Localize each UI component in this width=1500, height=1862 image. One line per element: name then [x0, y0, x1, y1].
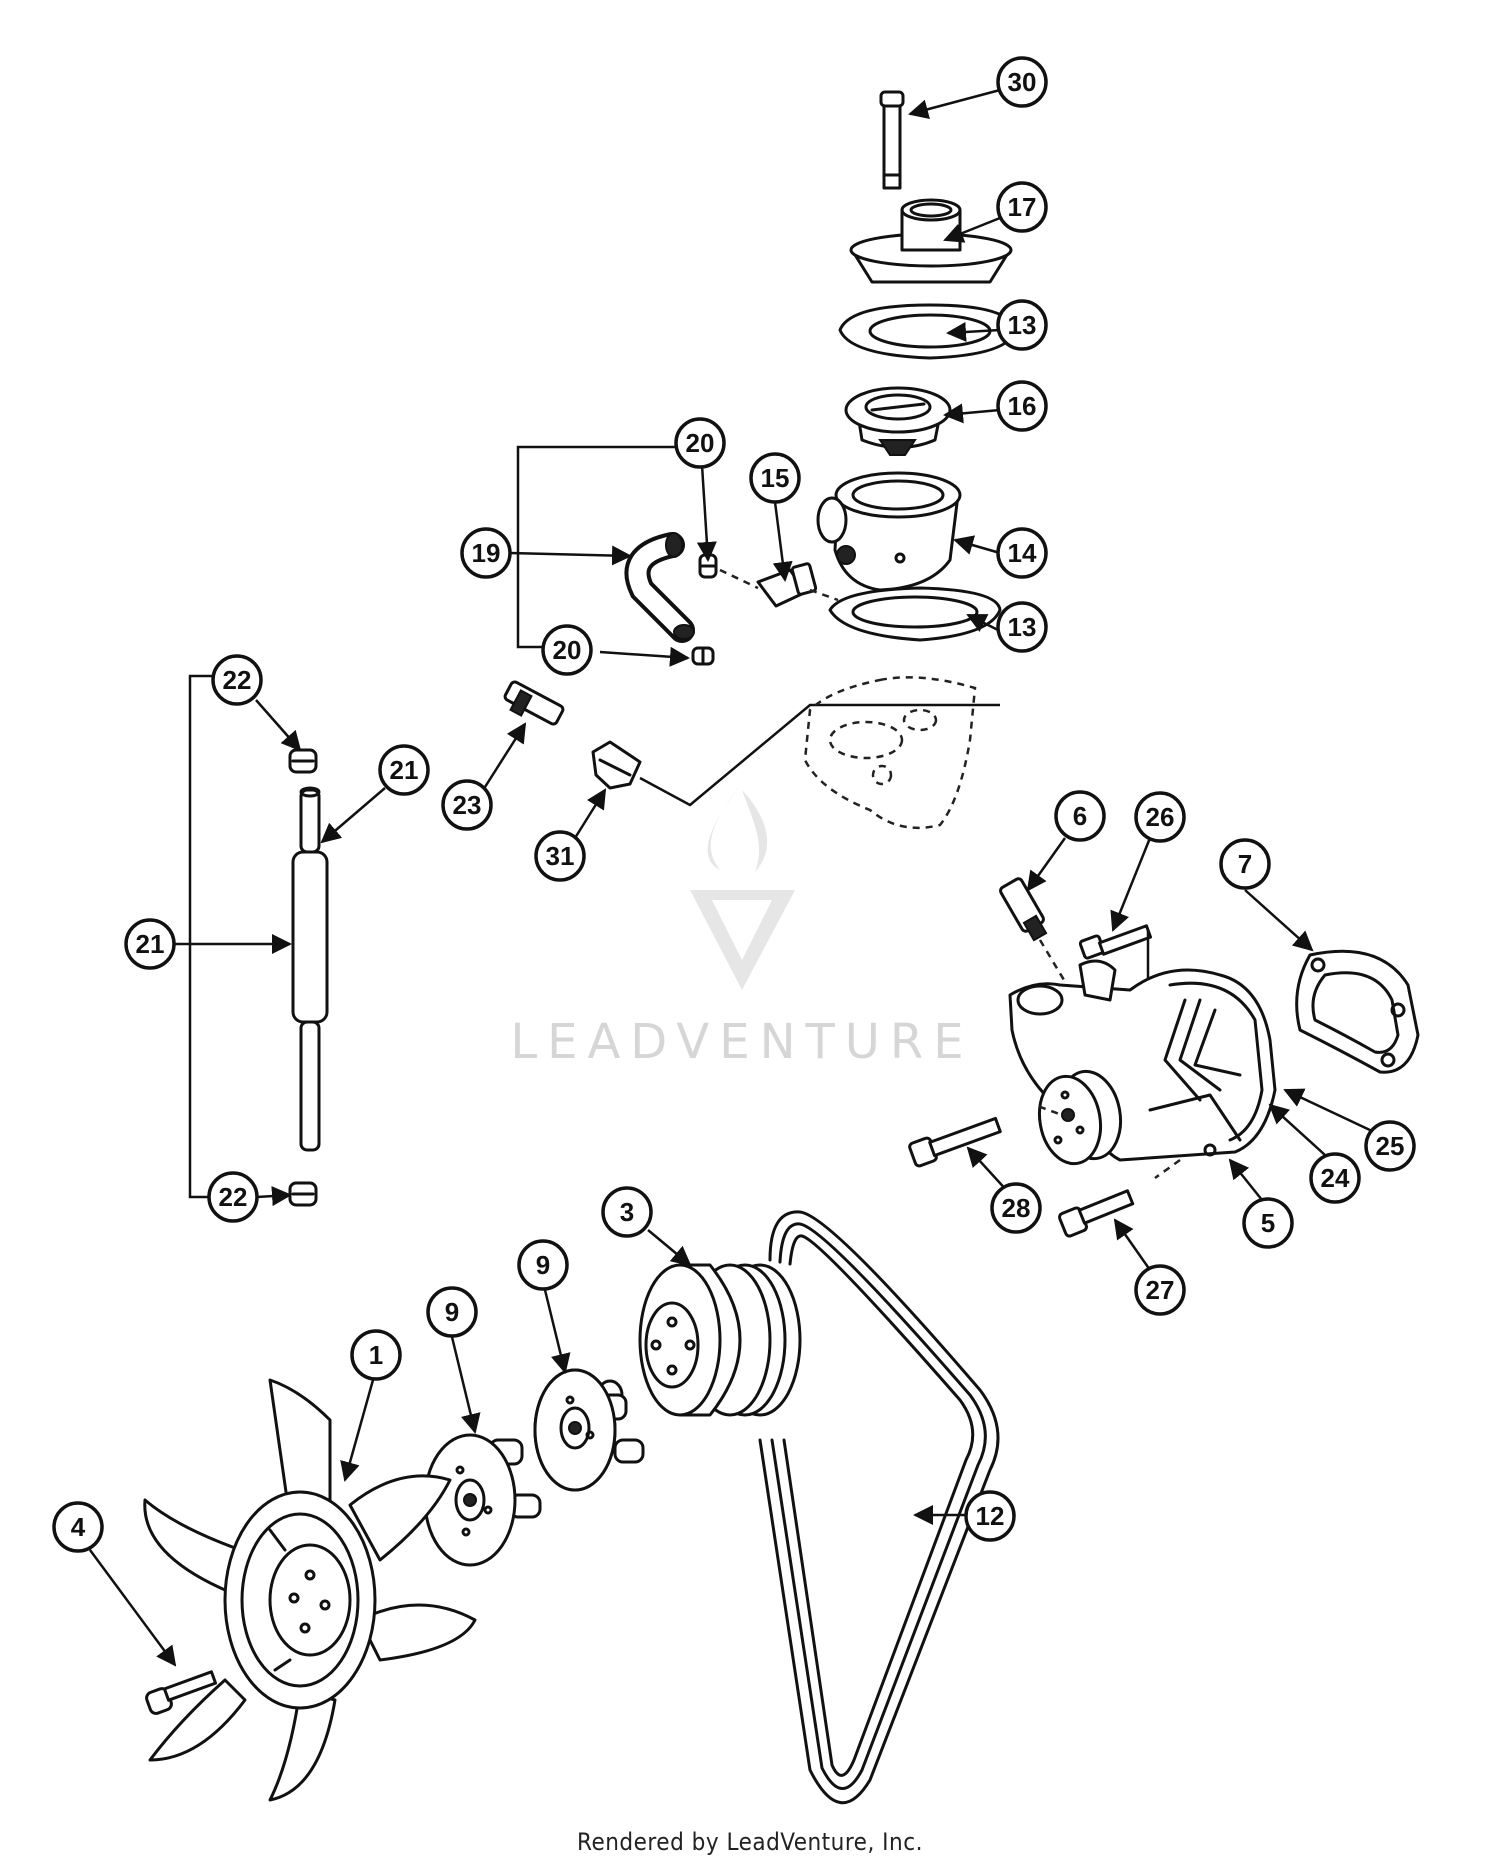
leader-lines	[88, 88, 1373, 1667]
part-20-clamp-lower	[691, 646, 715, 666]
svg-text:6: 6	[1073, 801, 1087, 831]
part-17-thermostat-cover	[849, 198, 1013, 284]
part-31-plug	[591, 703, 1000, 807]
svg-text:17: 17	[1008, 192, 1037, 222]
part-23-temperature-sensor	[503, 680, 565, 726]
callout-16: 16	[996, 380, 1048, 432]
part-6-elbow-fitting	[999, 877, 1072, 991]
svg-text:20: 20	[686, 428, 715, 458]
callout-15: 15	[749, 452, 801, 504]
svg-text:9: 9	[445, 1297, 459, 1327]
part-28-bolt	[908, 1116, 1002, 1168]
part-16-thermostat	[844, 386, 952, 456]
part-13-gasket-lower	[828, 586, 1002, 642]
callout-22-upper: 22	[211, 654, 263, 706]
part-15-fitting	[719, 562, 839, 608]
svg-text:30: 30	[1008, 67, 1037, 97]
part-7-gasket	[1295, 949, 1420, 1074]
callout-14: 14	[996, 527, 1048, 579]
part-22-clip-upper	[288, 748, 318, 774]
callout-6: 6	[1054, 790, 1106, 842]
part-9-spacer-right	[533, 1368, 645, 1492]
callout-12: 12	[964, 1490, 1016, 1542]
callout-25: 25	[1364, 1120, 1416, 1172]
svg-text:19: 19	[472, 538, 501, 568]
callout-28: 28	[990, 1182, 1042, 1234]
svg-text:25: 25	[1376, 1131, 1405, 1161]
callout-21-left: 21	[124, 918, 176, 970]
svg-text:1: 1	[369, 1340, 383, 1370]
part-14-thermostat-housing	[816, 471, 962, 592]
bracket-19-20	[516, 445, 680, 649]
callout-9-right: 9	[517, 1239, 569, 1291]
watermark: LEADVENTURE	[510, 785, 973, 1070]
callout-19: 19	[460, 527, 512, 579]
callout-20-upper: 20	[674, 417, 726, 469]
part-1-fan	[143, 1378, 477, 1802]
svg-text:12: 12	[976, 1501, 1005, 1531]
svg-text:22: 22	[223, 665, 252, 695]
callout-21-upper: 21	[378, 744, 430, 796]
part-19-hose	[624, 532, 695, 643]
svg-text:21: 21	[136, 929, 165, 959]
svg-text:22: 22	[219, 1182, 248, 1212]
watermark-v-icon	[690, 890, 795, 990]
callout-13-lower: 13	[996, 601, 1048, 653]
callout-4: 4	[52, 1501, 104, 1553]
callout-1: 1	[350, 1329, 402, 1381]
callout-17: 17	[996, 181, 1048, 233]
callout-13-upper: 13	[996, 299, 1048, 351]
svg-text:15: 15	[761, 463, 790, 493]
part-9-spacer-left	[423, 1433, 542, 1567]
svg-text:9: 9	[536, 1250, 550, 1280]
footer-credit: Rendered by LeadVenture, Inc.	[577, 1828, 923, 1856]
svg-text:21: 21	[390, 755, 419, 785]
callout-23: 23	[441, 779, 493, 831]
part-5-water-pump	[1008, 959, 1277, 1180]
svg-text:3: 3	[620, 1197, 634, 1227]
part-4-bolt	[145, 1670, 218, 1715]
callout-22-lower: 22	[207, 1171, 259, 1223]
watermark-text: LEADVENTURE	[510, 1014, 973, 1070]
svg-text:5: 5	[1261, 1208, 1275, 1238]
svg-text:24: 24	[1321, 1163, 1350, 1193]
svg-text:26: 26	[1146, 802, 1175, 832]
callout-7: 7	[1219, 838, 1271, 890]
svg-text:23: 23	[453, 790, 482, 820]
part-26-bolt	[1078, 924, 1153, 990]
callout-9-left: 9	[426, 1286, 478, 1338]
callout-20-lower: 20	[541, 624, 593, 676]
callout-31: 31	[534, 830, 586, 882]
part-30-bolt	[879, 90, 905, 190]
part-22-clip-lower	[288, 1181, 318, 1207]
svg-text:16: 16	[1008, 391, 1037, 421]
callout-26: 26	[1134, 791, 1186, 843]
svg-text:28: 28	[1002, 1193, 1031, 1223]
svg-text:14: 14	[1008, 538, 1037, 568]
bracket-21-22	[188, 674, 212, 1199]
callout-27: 27	[1134, 1264, 1186, 1316]
svg-text:27: 27	[1146, 1275, 1175, 1305]
svg-text:13: 13	[1008, 310, 1037, 340]
callout-3: 3	[601, 1186, 653, 1238]
part-27-bolt	[1058, 1189, 1135, 1238]
callout-30: 30	[996, 56, 1048, 108]
svg-text:20: 20	[553, 635, 582, 665]
svg-text:13: 13	[1008, 612, 1037, 642]
engine-block-outline	[803, 676, 977, 830]
part-12-v-belt	[758, 1210, 1000, 1805]
watermark-flame-icon	[707, 785, 768, 872]
callout-24: 24	[1309, 1152, 1361, 1204]
svg-text:4: 4	[71, 1512, 86, 1542]
svg-text:31: 31	[546, 841, 575, 871]
part-3-pulley	[638, 1263, 802, 1417]
svg-text:7: 7	[1238, 849, 1252, 879]
part-21-rod	[291, 786, 329, 1152]
callout-5: 5	[1242, 1197, 1294, 1249]
